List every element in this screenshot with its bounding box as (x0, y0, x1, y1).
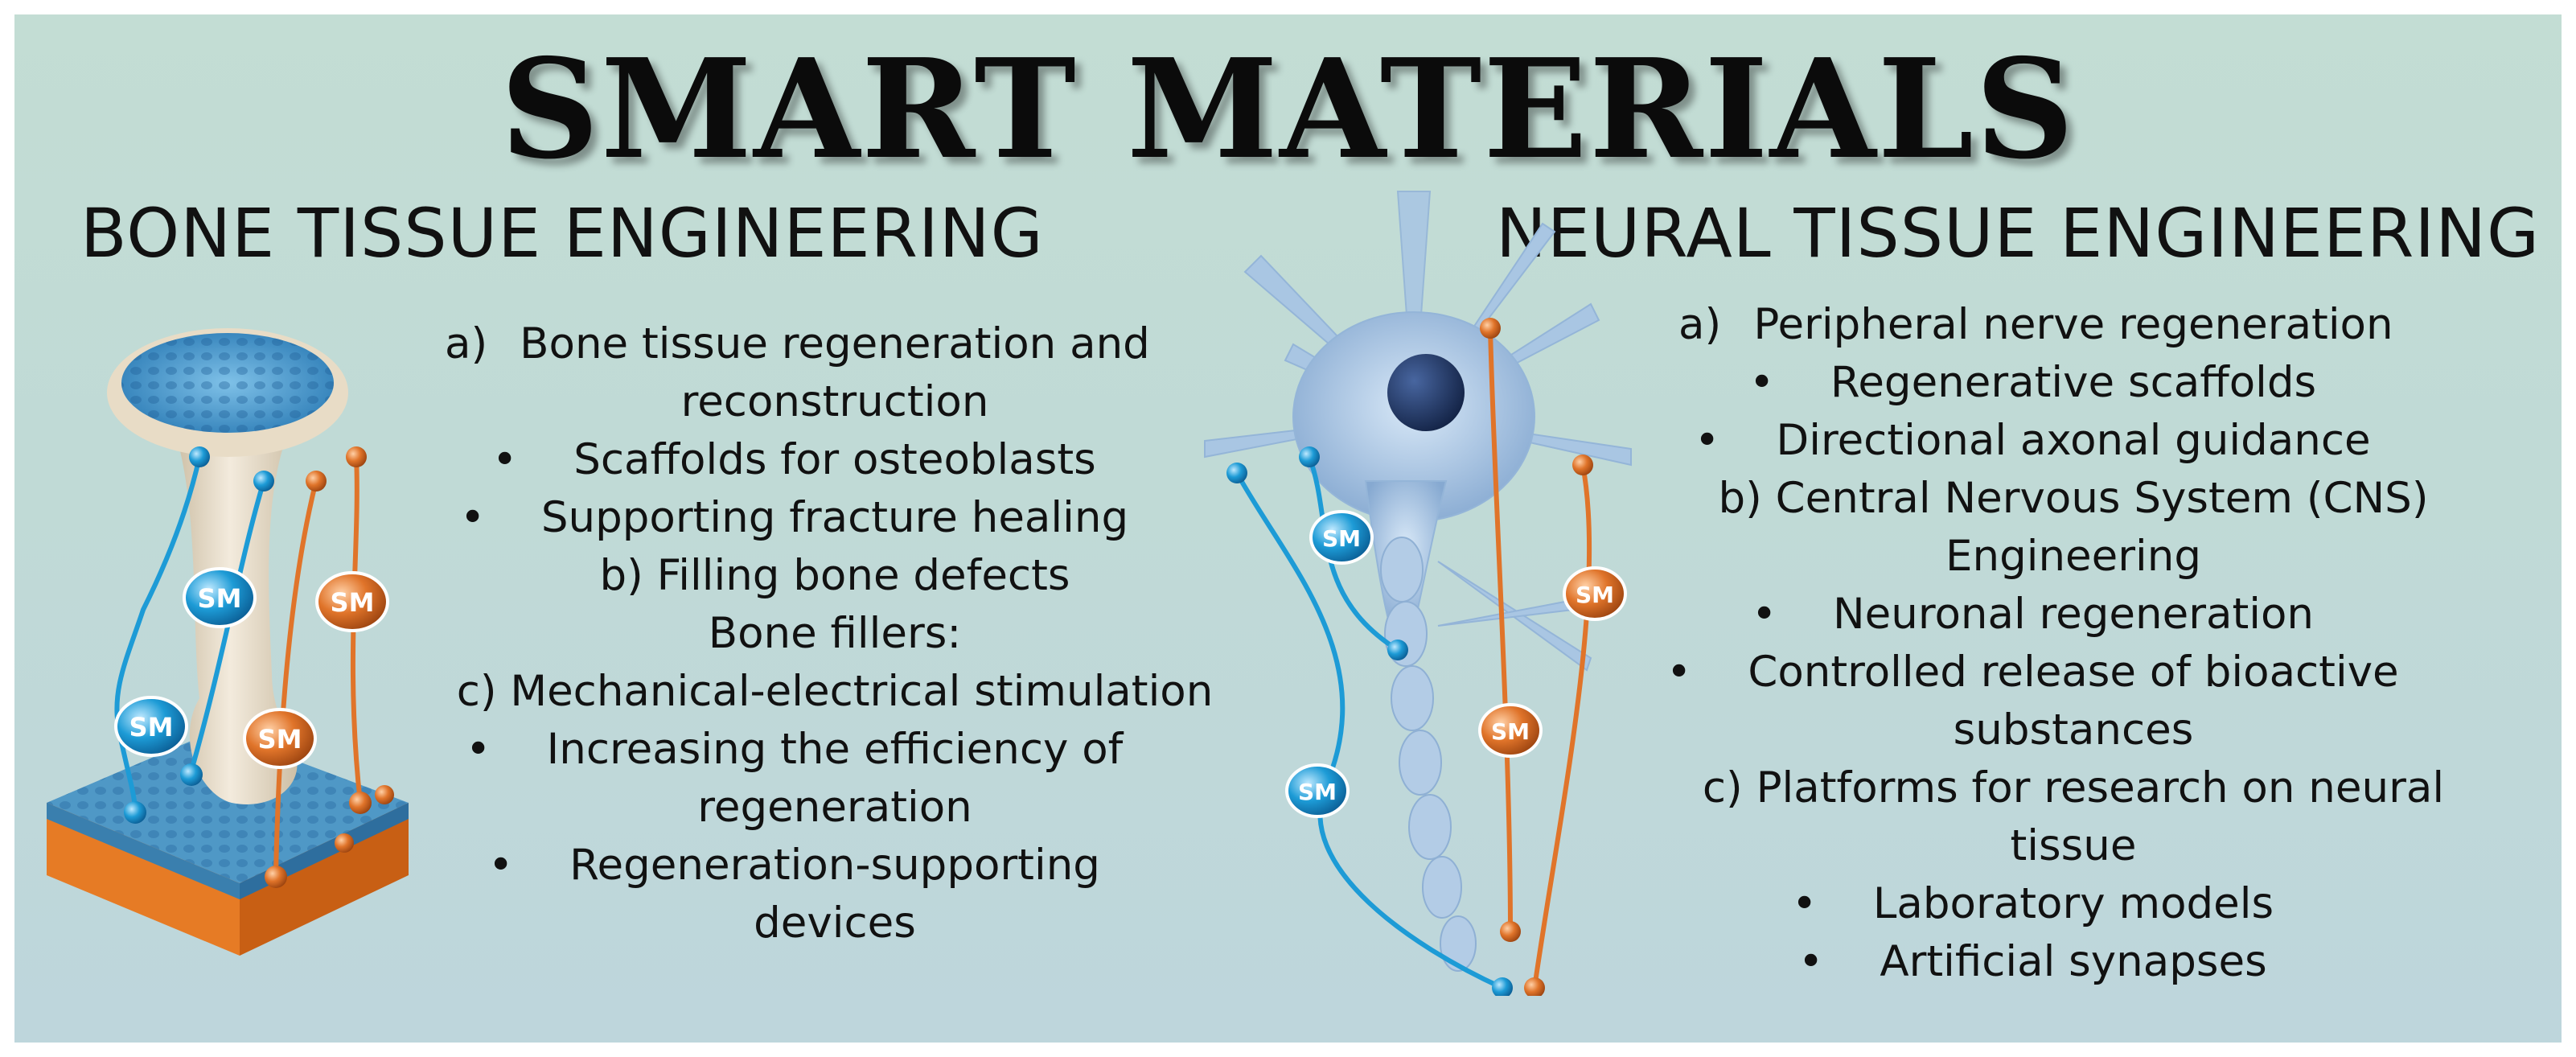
svg-text:SM: SM (1576, 582, 1614, 608)
list-item: tissue (1607, 817, 2540, 875)
list-marker: a) (1678, 300, 1722, 349)
list-marker: • (492, 435, 518, 484)
list-marker: • (488, 841, 514, 890)
list-item-text: c) Platforms for research on neural (1702, 763, 2445, 812)
neuron-electrode-tips (1226, 318, 1593, 996)
list-item: • Increasing the efficiency of (409, 721, 1261, 779)
neuron-illustration: SM SM SM SM (1204, 191, 1632, 996)
list-item-text: Peripheral nerve regeneration (1753, 300, 2393, 349)
list-item-text: b) Central Nervous System (CNS) (1718, 474, 2429, 523)
sm-badge: SM (315, 571, 389, 632)
list-item: regeneration (409, 779, 1261, 837)
list-item-text: reconstruction (680, 377, 989, 426)
list-item: • Regeneration-supporting (409, 837, 1261, 895)
list-item: devices (409, 895, 1261, 952)
list-item-text: Bone fillers: (708, 609, 962, 658)
list-marker: • (460, 493, 486, 542)
list-item: • Laboratory models (1607, 875, 2540, 933)
list-item: Engineering (1607, 528, 2540, 586)
list-item: reconstruction (409, 373, 1261, 431)
list-item-text: Neuronal regeneration (1832, 590, 2314, 639)
list-item: Bone fillers: (409, 605, 1261, 663)
svg-text:SM: SM (1298, 779, 1337, 805)
list-item: substances (1607, 701, 2540, 759)
list-item: • Neuronal regeneration (1607, 586, 2540, 644)
list-item: b) Filling bone defects (409, 547, 1261, 605)
axon-segments (1380, 537, 1477, 972)
list-item-text: Engineering (1945, 532, 2201, 581)
list-item-text: Controlled release of bioactive (1748, 648, 2399, 697)
list-item-text: Scaffolds for osteoblasts (573, 435, 1096, 484)
svg-text:SM: SM (331, 587, 375, 618)
list-item: • Artificial synapses (1607, 933, 2540, 991)
bone-section-heading: BONE TISSUE ENGINEERING (80, 194, 1044, 273)
list-marker: • (1792, 879, 1818, 928)
neural-section-heading: NEURAL TISSUE ENGINEERING (1496, 194, 2541, 273)
sm-badges: SM SM SM SM (114, 567, 389, 769)
list-marker: a) (445, 319, 488, 368)
list-item-text: Regeneration-supporting (569, 841, 1100, 890)
list-item-text: c) Mechanical-electrical stimulation (456, 667, 1214, 716)
neuron-sm-badges: SM SM SM SM (1285, 510, 1627, 818)
list-item: • Regenerative scaffolds (1607, 354, 2540, 412)
list-marker: • (1695, 416, 1720, 465)
list-item-text: Supporting fracture healing (540, 493, 1129, 542)
sm-badge: SM (114, 696, 188, 757)
neural-applications-list: a) Peripheral nerve regeneration • Regenera… (1607, 296, 2540, 991)
list-item: a) Peripheral nerve regeneration (1607, 296, 2540, 354)
list-marker: • (1752, 590, 1777, 639)
list-item: b) Central Nervous System (CNS) (1607, 470, 2540, 528)
list-item-text: regeneration (697, 783, 972, 832)
list-item-text: Artificial synapses (1880, 937, 2267, 986)
list-marker: • (1798, 937, 1824, 986)
list-item-text: Regenerative scaffolds (1830, 358, 2317, 407)
bone-applications-list: a) Bone tissue regeneration and reconstruc… (409, 315, 1261, 952)
page-title: SMART MATERIALS (500, 29, 2076, 190)
svg-text:SM: SM (1491, 718, 1530, 745)
list-item-text: substances (1953, 705, 2194, 755)
tissue-slab (47, 730, 409, 956)
svg-text:SM: SM (198, 583, 242, 614)
list-marker: • (1666, 648, 1692, 697)
bone-scaffold-illustration: SM SM SM SM (47, 328, 409, 956)
list-item-text: devices (754, 899, 916, 948)
svg-text:SM: SM (258, 724, 302, 755)
list-marker: • (1749, 358, 1775, 407)
svg-text:SM: SM (1322, 525, 1361, 552)
list-item: c) Mechanical-electrical stimulation (409, 663, 1261, 721)
electrode-tips (124, 446, 394, 888)
list-item: • Scaffolds for osteoblasts (409, 431, 1261, 489)
list-item-text: Directional axonal guidance (1776, 416, 2371, 465)
list-item: • Controlled release of bioactive (1607, 644, 2540, 701)
sm-badge: SM (1478, 703, 1543, 758)
nucleus (1387, 354, 1465, 431)
svg-text:SM: SM (129, 712, 174, 742)
list-item-text: b) Filling bone defects (599, 551, 1070, 600)
list-item: • Supporting fracture healing (409, 489, 1261, 547)
sm-badge: SM (1285, 763, 1350, 818)
sm-badge: SM (183, 567, 257, 628)
list-item-text: Increasing the efficiency of (546, 725, 1124, 774)
list-item-text: tissue (2010, 821, 2137, 870)
list-item: • Directional axonal guidance (1607, 412, 2540, 470)
diagram-canvas: SMART MATERIALS BONE TISSUE ENGINEERING … (14, 14, 2562, 1043)
list-item: a) Bone tissue regeneration and (409, 315, 1261, 373)
sm-badge: SM (243, 708, 317, 769)
list-item-text: Laboratory models (1872, 879, 2274, 928)
list-item: c) Platforms for research on neural (1607, 759, 2540, 817)
list-marker: • (466, 725, 491, 774)
sm-badge: SM (1309, 510, 1374, 565)
sm-badge: SM (1563, 566, 1627, 621)
list-item-text: Bone tissue regeneration and (520, 319, 1150, 368)
